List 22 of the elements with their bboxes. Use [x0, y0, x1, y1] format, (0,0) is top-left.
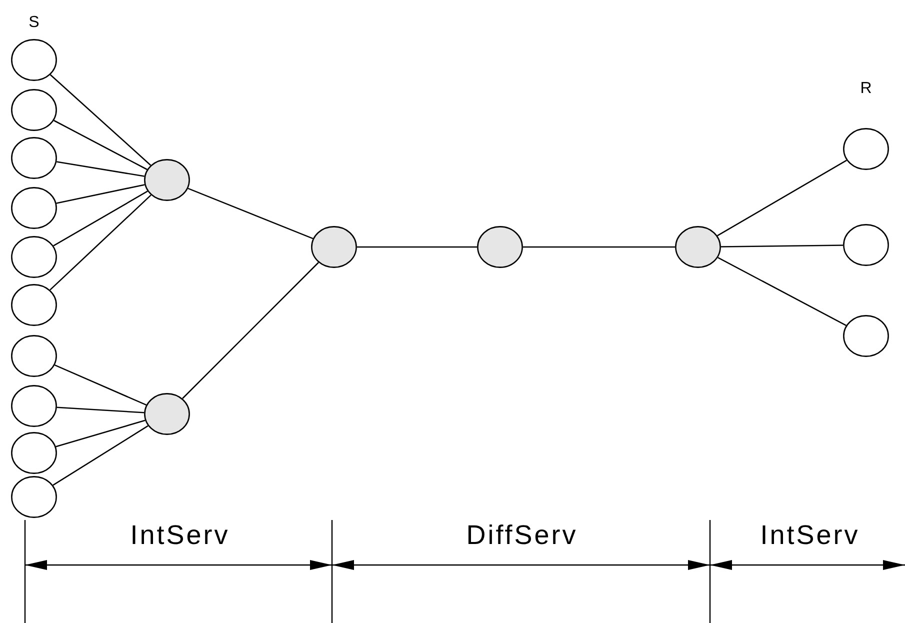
- connector-line: [721, 244, 843, 248]
- domain-label: IntServ: [760, 522, 860, 548]
- domain-label: DiffServ: [466, 522, 578, 548]
- connector-line: [182, 262, 319, 399]
- endpoint-label: R: [860, 81, 872, 97]
- endpoint-label: S: [28, 15, 40, 31]
- connector-line: [54, 364, 146, 406]
- connector-line: [717, 160, 847, 236]
- domain-label: IntServ: [130, 522, 230, 548]
- connector-line: [56, 406, 144, 414]
- connector-line: [52, 425, 148, 486]
- connector-line: [523, 246, 675, 248]
- connector-line: [56, 420, 146, 448]
- connector-line: [357, 246, 477, 248]
- connector-line: [718, 256, 846, 326]
- connector-line: [50, 74, 152, 166]
- connector-line: [56, 184, 145, 204]
- connector-line: [54, 120, 148, 170]
- connector-line: [56, 161, 144, 177]
- connector-line: [53, 190, 148, 246]
- connector-line: [188, 188, 314, 240]
- connector-line: [50, 194, 152, 290]
